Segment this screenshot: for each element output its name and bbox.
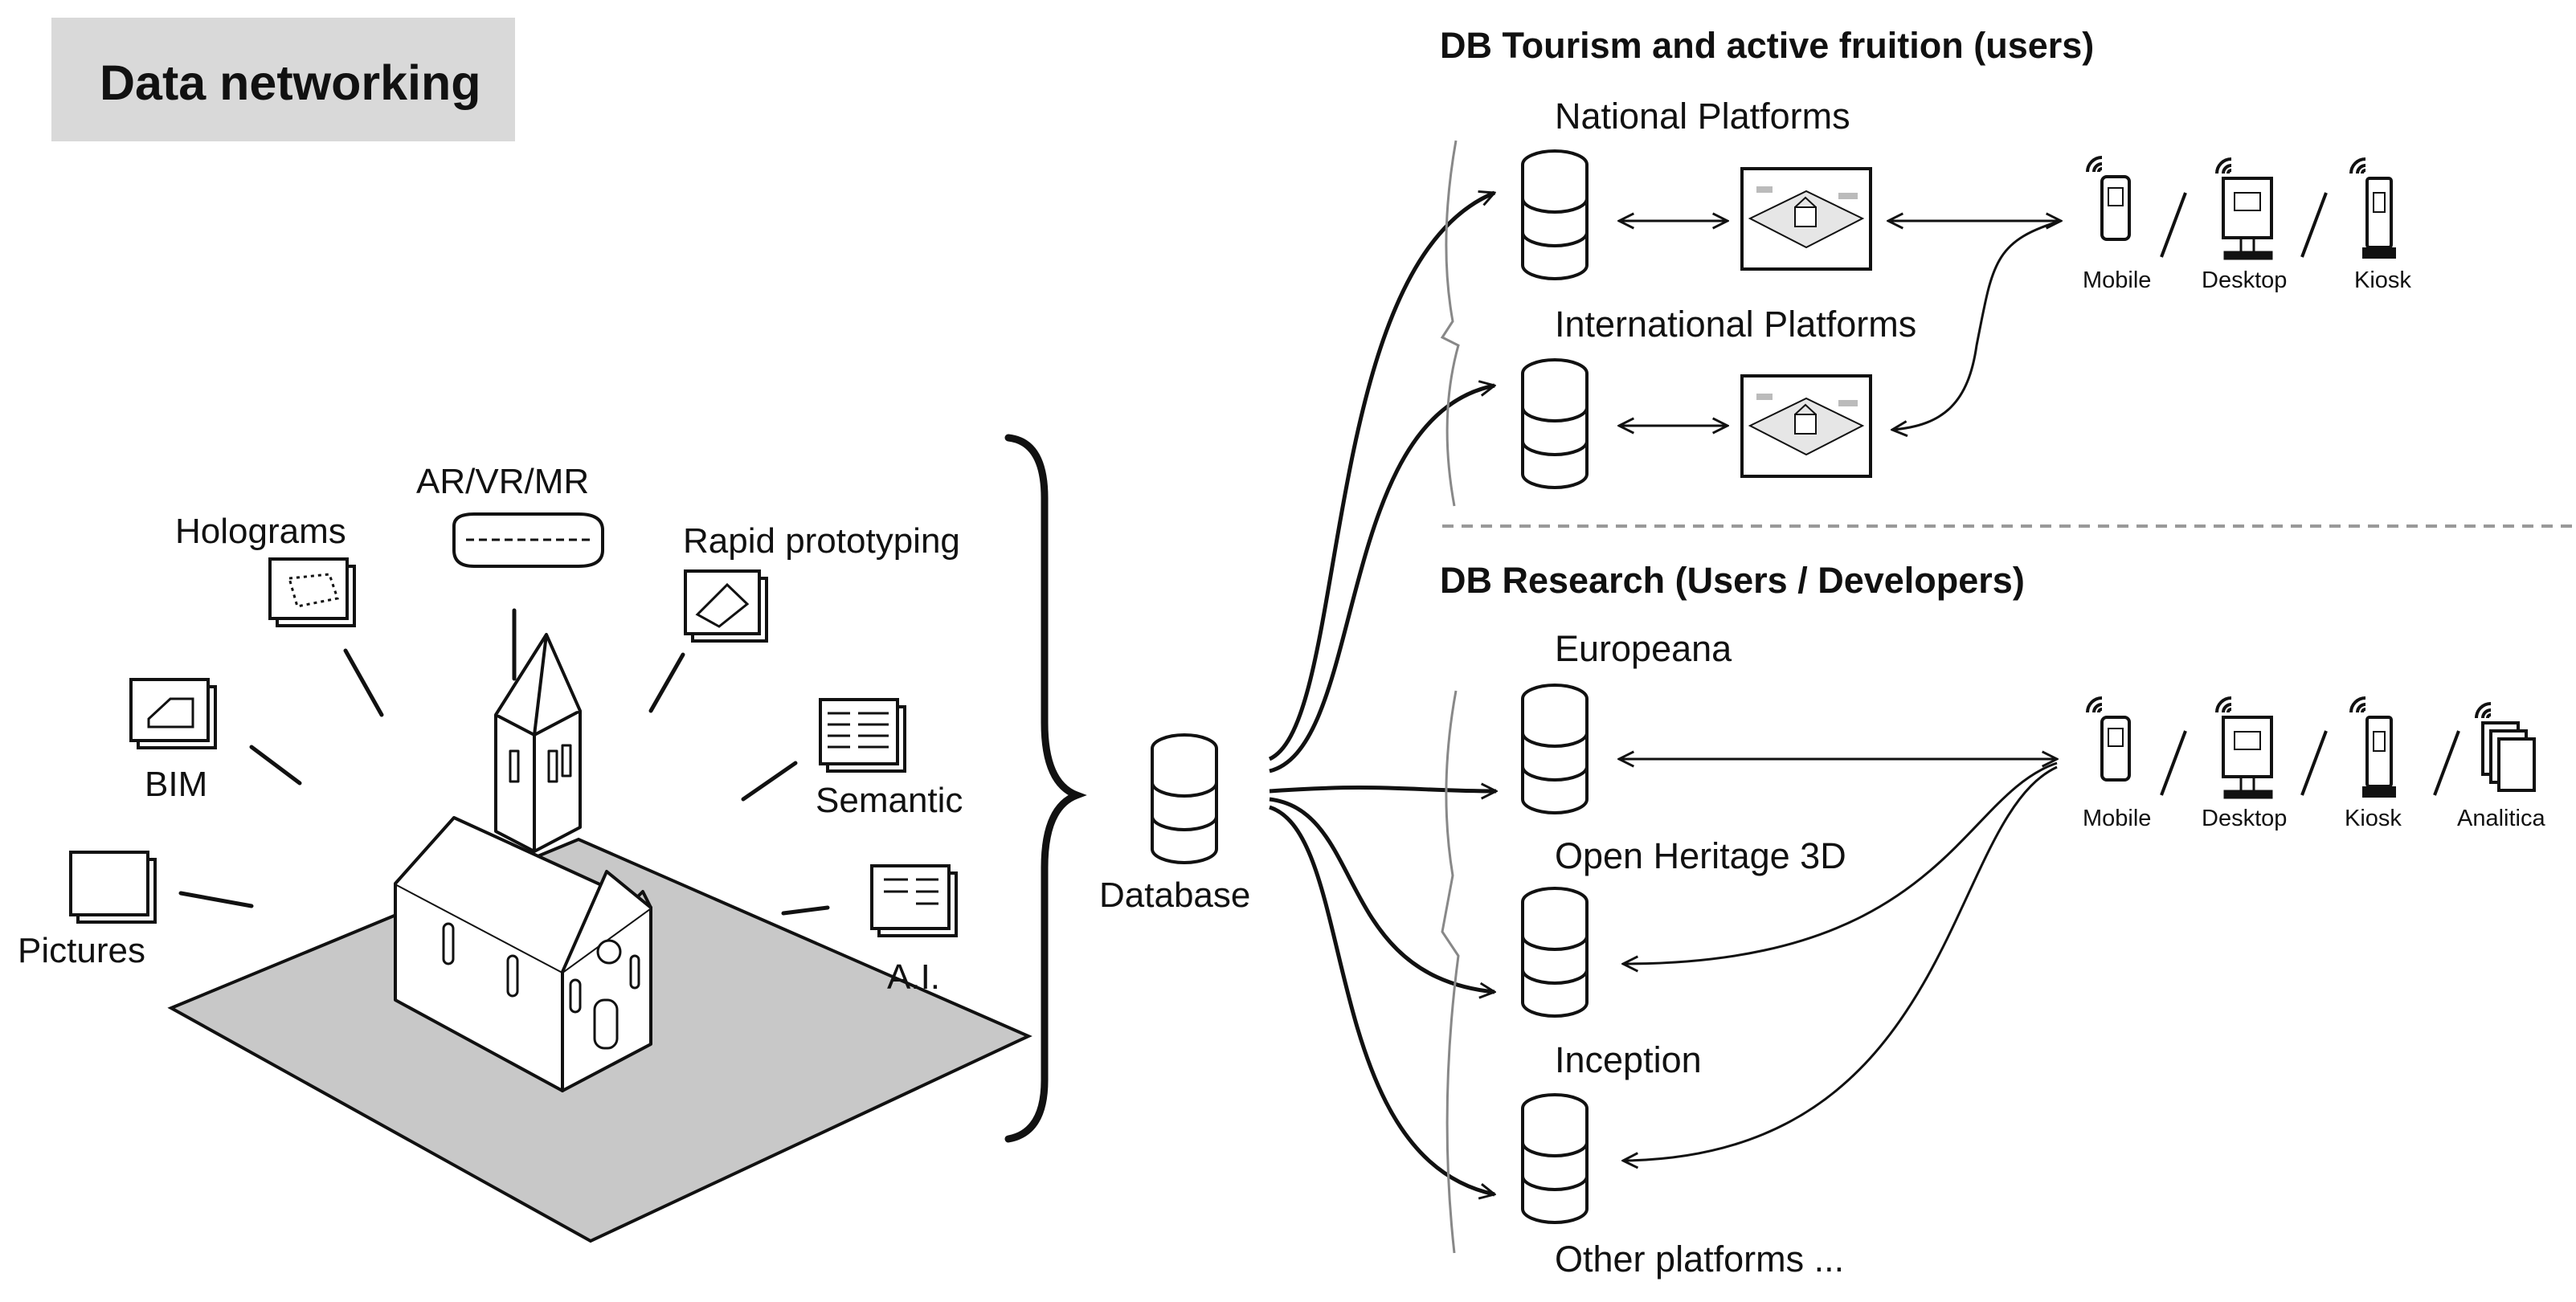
tourism-device-desktop: Desktop (2202, 267, 2288, 293)
research-analitica-icon (2476, 704, 2534, 790)
tourism-device-separators (2160, 192, 2328, 258)
research-desktop-icon (2217, 698, 2271, 798)
platform-international: International Platforms (1555, 304, 1917, 345)
platform-inception: Inception (1555, 1039, 1702, 1080)
holograms-icon (268, 557, 356, 627)
europeana-db-icon (1521, 684, 1589, 814)
research-device-analitica: Analitica (2457, 806, 2545, 831)
label-semantic: Semantic (816, 781, 963, 820)
research-links (1619, 759, 2057, 1161)
tourism-device-mobile: Mobile (2083, 267, 2152, 293)
research-mobile-icon (2087, 698, 2129, 780)
research-device-kiosk: Kiosk (2345, 806, 2402, 831)
tourism-bracket (1440, 140, 1460, 507)
platform-open-heritage-3d: Open Heritage 3D (1555, 835, 1846, 876)
label-ai: A.I. (887, 957, 941, 997)
pictures-icon (69, 851, 157, 924)
semantic-icon (819, 698, 906, 773)
bim-icon (129, 678, 217, 749)
international-screen-icon (1740, 374, 1872, 478)
international-db-icon (1521, 358, 1589, 489)
tourism-links (1619, 221, 2061, 430)
tourism-mobile-icon (2087, 157, 2129, 239)
db-flow-arrows (1268, 193, 1496, 1194)
platform-europeana: Europeana (1555, 628, 1732, 669)
title-box: Data networking (51, 18, 515, 141)
open-heritage-db-icon (1521, 887, 1589, 1018)
label-database: Database (1099, 875, 1251, 915)
tourism-kiosk-icon (2351, 159, 2396, 259)
tourism-device-kiosk: Kiosk (2354, 267, 2411, 293)
research-device-desktop: Desktop (2202, 806, 2288, 831)
research-bracket (1441, 690, 1460, 1254)
national-db-icon (1521, 149, 1589, 280)
ar-vr-headset-icon (452, 512, 604, 568)
feature-connectors (178, 608, 830, 916)
research-kiosk-icon (2351, 698, 2396, 798)
rapid-prototyping-icon (684, 569, 768, 643)
label-bim: BIM (145, 765, 208, 804)
research-device-mobile: Mobile (2083, 806, 2152, 831)
label-rapid-prototyping: Rapid prototyping (683, 521, 960, 561)
national-screen-icon (1740, 167, 1872, 271)
inception-db-icon (1521, 1093, 1589, 1224)
tourism-heading: DB Tourism and active fruition (users) (1440, 25, 2095, 66)
church-illustration (394, 633, 652, 1092)
label-pictures: Pictures (18, 931, 145, 970)
label-holograms: Holograms (175, 512, 346, 551)
tourism-desktop-icon (2217, 159, 2271, 259)
platform-national: National Platforms (1555, 96, 1850, 137)
ai-icon (870, 864, 958, 937)
research-device-separators (2160, 730, 2460, 796)
research-heading: DB Research (Users / Developers) (1440, 560, 2025, 601)
curly-brace (1004, 434, 1087, 1143)
label-ar-vr-mr: AR/VR/MR (416, 462, 590, 501)
page-title: Data networking (100, 55, 481, 110)
platform-other: Other platforms ... (1555, 1239, 1845, 1280)
central-database-icon (1151, 733, 1218, 864)
